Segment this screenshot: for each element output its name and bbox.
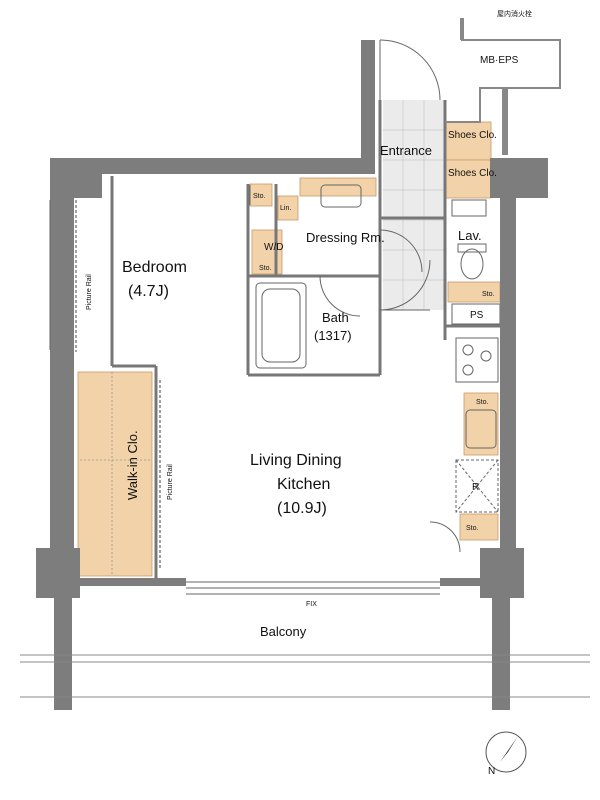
picture-rail-left-label: Picture Rail <box>86 274 93 310</box>
picture-rails <box>75 200 161 570</box>
balcony-railing <box>20 654 590 698</box>
wall-top-left <box>50 158 375 174</box>
kitchen-sto-label: Sto. <box>476 399 489 406</box>
exterior-walls <box>36 40 548 710</box>
compass-ring <box>485 731 527 773</box>
shoes-clo-2-label: Shoes Clo. <box>448 168 497 179</box>
bedroom-sto-label: Sto. <box>253 193 266 200</box>
wall-right <box>500 158 516 578</box>
toilet-tank <box>457 243 487 253</box>
toilet <box>460 248 484 280</box>
fridge-space <box>455 459 499 513</box>
lav-sink <box>451 199 487 217</box>
entrance-tile-grid <box>383 100 445 310</box>
wall-bottom-left <box>74 578 186 586</box>
kitchen-sink <box>465 409 497 449</box>
burner-3 <box>462 364 474 376</box>
door-swings <box>249 39 461 553</box>
windows <box>49 200 440 595</box>
corner-top-left <box>50 158 102 198</box>
bathtub-inner <box>261 288 301 363</box>
stove <box>455 337 499 383</box>
ldk-label-1: Living Dining <box>250 452 342 469</box>
entrance-tile-area <box>383 100 445 310</box>
ldk-storage <box>459 513 499 541</box>
wd-sto-label: Sto. <box>259 265 272 272</box>
shoes-clo-1-label: Shoes Clo. <box>448 130 497 141</box>
corner-top-right <box>490 158 548 198</box>
burner-2 <box>480 350 492 362</box>
bedroom-size-label: (4.7J) <box>128 283 169 300</box>
ldk-label-2: Kitchen <box>277 476 330 493</box>
compass-needle-icon <box>500 736 518 762</box>
wall-top-notch <box>361 40 375 174</box>
linen-storage <box>277 195 299 221</box>
wd-label: W/D <box>264 242 283 253</box>
bath-label: Bath <box>322 310 349 325</box>
ps-label: PS <box>470 310 484 321</box>
wall-left <box>50 158 74 578</box>
dressing-rm-label: Dressing Rm. <box>306 230 385 245</box>
bedroom-label: Bedroom <box>122 259 187 276</box>
column-bottom-left <box>36 548 80 598</box>
burner-1 <box>462 344 474 356</box>
picture-rail-right-label: Picture Rail <box>167 464 174 500</box>
walkin-details <box>80 372 150 576</box>
walk-in-clo-label: Walk-in Clo. <box>125 430 140 500</box>
bathtub <box>255 282 307 369</box>
top-note-label: 屋内消火栓 <box>497 9 532 18</box>
fix-label: FIX <box>306 601 317 608</box>
shoes-closet-2 <box>444 159 492 199</box>
ldk-size-label: (10.9J) <box>277 500 327 517</box>
mb-eps-label: MB·EPS <box>480 55 519 66</box>
storage-fills <box>77 121 501 577</box>
compass-n-label: N <box>488 766 495 777</box>
balcony-post-left <box>54 598 72 710</box>
column-bottom-right <box>480 548 524 598</box>
wash-basin <box>320 184 362 208</box>
kitchen-storage <box>463 392 499 456</box>
partitions <box>110 100 500 580</box>
wall-bottom-right <box>440 578 500 586</box>
entrance-label: Entrance <box>380 143 432 158</box>
top-storage-strip <box>299 177 377 197</box>
walk-in-closet-fill <box>77 371 153 577</box>
balcony-label: Balcony <box>260 624 307 639</box>
balcony-post-right <box>492 598 510 710</box>
bath-size-label: (1317) <box>314 328 352 343</box>
lin-label: Lin. <box>280 205 291 212</box>
fridge-label: R <box>472 482 479 493</box>
shoes-closet-1 <box>444 121 492 161</box>
fixtures <box>255 184 501 513</box>
lav-label: Lav. <box>458 228 482 243</box>
mb-eps-region <box>445 18 561 155</box>
ldk-sto-label: Sto. <box>466 525 479 532</box>
lav-sto-label: Sto. <box>482 291 495 298</box>
